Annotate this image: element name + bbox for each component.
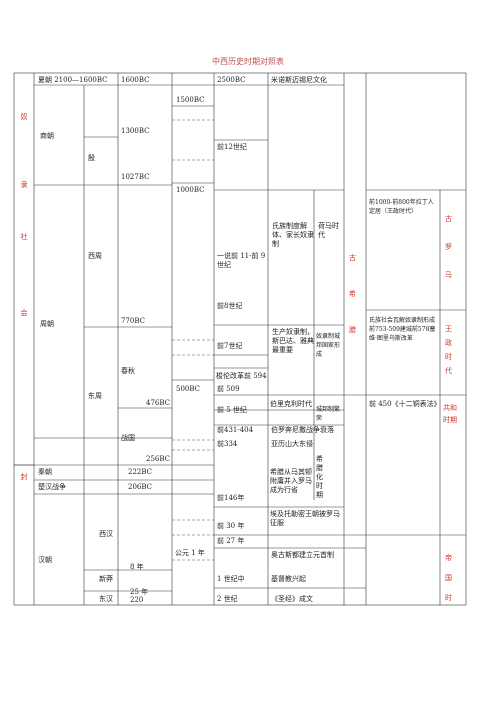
yin-label: 殷 (88, 154, 95, 162)
alexander-invasion: 亚历山大东侵 (271, 440, 313, 448)
period-1c: 1 世纪中 (217, 575, 245, 583)
era-slave-char-1: 奴 (20, 113, 28, 121)
era-slave-char-4: 会 (20, 309, 28, 317)
zhanguo-label: 战国 (121, 434, 135, 442)
egypt-conquered: 埃及托勒密王朝被罗马征服 (270, 510, 340, 527)
era-feudal-label: 封 (20, 473, 28, 481)
qin-end-year: 222BC (128, 468, 152, 476)
era-slave-char-2: 隶 (20, 181, 28, 189)
rome-kingdom-info: 前1000-前800年拉丁人定居（王政时代） (369, 199, 434, 215)
empire-era-label: 帝国时 (445, 554, 452, 602)
shang-end-year: 1027BC (121, 173, 150, 181)
xihan-end-year: 8 年 (130, 563, 144, 571)
city-state-prosperity: 城邦制繁荣 (316, 406, 341, 422)
pericles-era: 伯里克利时代 (270, 400, 312, 408)
peloponnese-war: 伯罗奔尼撒战争衰落 (271, 426, 334, 434)
han-dynasty: 汉朝 (38, 556, 52, 564)
dongzhou-label: 东周 (88, 392, 102, 400)
shang-dynasty: 商朝 (40, 132, 54, 140)
year-ad1: 公元 1 年 (175, 549, 205, 557)
clan-system: 氏族制度解体、家长奴隶制 (272, 222, 314, 248)
era-slave-char-3: 社 (20, 233, 28, 241)
greece-to-rome: 希腊从马其顿附庸并入罗马成为行省 (270, 468, 312, 494)
period-7c: 前7世纪 (217, 342, 243, 350)
augustus-principate: 奥古斯都建立元首制 (271, 551, 334, 559)
minoan-culture: 米诺斯迈锡尼文化 (271, 76, 327, 84)
xinmang-label: 新莽 (99, 575, 113, 583)
period-27: 前 27 年 (217, 537, 245, 545)
republic-era-label: 共和时期 (443, 404, 457, 424)
period-12c: 前12世纪 (217, 143, 247, 151)
donghan-label: 东汉 (99, 595, 113, 603)
christianity-rise: 基督教兴起 (271, 575, 306, 583)
xia-end-year: 1600BC (121, 76, 150, 84)
period-2500bc: 2500BC (217, 76, 246, 84)
bible-written: 《圣经》成文 (271, 595, 313, 603)
homer-era: 荷马时代 (318, 222, 339, 239)
city-states-form: 奴隶制城邦国家形成 (316, 333, 341, 358)
period-8c: 前8世纪 (217, 302, 243, 310)
zhou-dynasty: 周朝 (40, 320, 54, 328)
ancient-greece-label: 古希腊 (349, 254, 356, 334)
shang-year: 1300BC (121, 127, 150, 135)
donghan-end-year: 220 (130, 596, 144, 604)
period-5c: 前 5 世纪 (217, 406, 247, 414)
period-yishuo: 一说前 11-前 9 世纪 (217, 252, 266, 269)
qin-dynasty: 秦朝 (38, 468, 52, 476)
hellenistic-period: 希腊化时期 (316, 455, 323, 499)
year-500bc: 500BC (176, 385, 200, 393)
xinmang-end-year: 25 年 (130, 588, 149, 596)
production-slavery: 生产奴隶制，斯巴达、雅典最重要 (272, 328, 314, 354)
page-title: 中西历史时期对照表 (212, 57, 284, 66)
chunqiu-label: 春秋 (121, 367, 135, 375)
xia-dynasty: 夏朝 2100—1600BC (38, 76, 108, 84)
period-594: 梭伦改革前 594 (216, 372, 267, 380)
year-1000bc: 1000BC (176, 186, 205, 194)
period-431: 前431-404 (217, 426, 254, 434)
xihan-label: 西汉 (99, 530, 113, 538)
period-334: 前334 (217, 440, 238, 448)
xizhou-label: 西周 (88, 252, 102, 260)
year-1500bc: 1500BC (176, 96, 205, 104)
chuhan-war: 楚汉战争 (38, 483, 66, 491)
zhanguo-end-year: 256BC (146, 455, 170, 463)
kingdom-era-label: 王政时代 (445, 325, 452, 375)
xizhou-end-year: 770BC (121, 317, 145, 325)
period-509: 前 509 (217, 385, 240, 393)
ancient-rome-label: 古罗马 (445, 215, 452, 279)
period-146: 前146年 (217, 494, 245, 502)
rome-republic-info: 氏族社会瓦解奴隶制形成前753-509建城前578塞维·图里乌斯改革 (369, 317, 436, 342)
chunqiu-end-year: 476BC (146, 399, 170, 407)
period-30: 前 30 年 (217, 522, 245, 530)
chuhan-end-year: 206BC (128, 483, 152, 491)
period-2c: 2 世纪 (217, 595, 238, 603)
twelve-tables: 前 450《十二铜表法》 (369, 400, 441, 408)
